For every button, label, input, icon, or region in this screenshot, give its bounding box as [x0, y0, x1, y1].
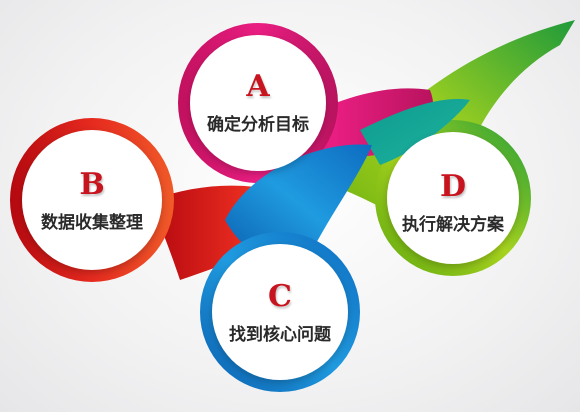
disc-a — [190, 35, 326, 171]
step-c: C 找到核心问题 — [210, 279, 350, 346]
step-d-letter: D — [439, 169, 466, 204]
disc-c — [212, 244, 348, 380]
step-c-letter: C — [268, 279, 292, 314]
step-d: D 执行解决方案 — [383, 169, 523, 236]
teal-ribbon — [360, 99, 470, 165]
disc-b — [22, 130, 162, 270]
step-b: B 数据收集整理 — [22, 167, 162, 234]
step-b-letter: B — [79, 167, 105, 202]
step-b-label: 数据收集整理 — [41, 213, 143, 233]
step-a-label: 确定分析目标 — [207, 115, 309, 135]
step-d-label: 执行解决方案 — [402, 215, 504, 235]
disc-d — [387, 132, 519, 264]
blue-ribbon — [225, 144, 372, 263]
step-c-label: 找到核心问题 — [229, 325, 331, 345]
step-a: A 确定分析目标 — [188, 69, 328, 136]
step-a-letter: A — [246, 69, 270, 104]
